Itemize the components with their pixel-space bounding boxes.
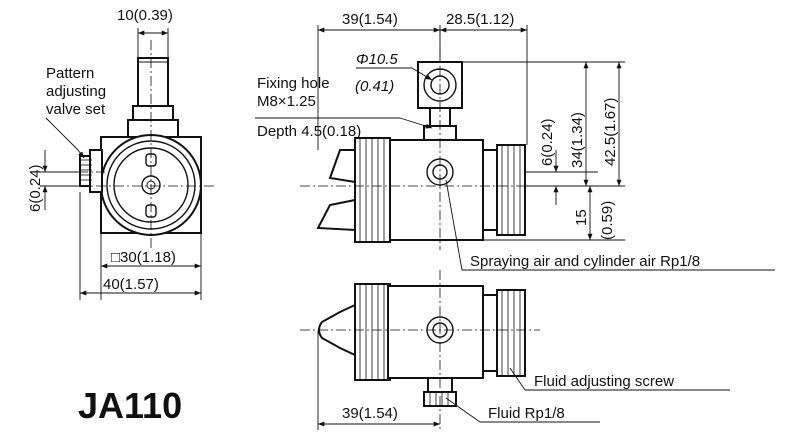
side-right-ring xyxy=(482,149,498,231)
side-right-screw xyxy=(496,144,526,236)
dim-base-width: 40(1.57) xyxy=(103,276,159,293)
dim-right-34: 34(1.34) xyxy=(569,112,586,168)
dim-top-left-len: 39(1.54) xyxy=(342,11,398,28)
dim-top-right-len: 28.5(1.12) xyxy=(446,11,514,28)
model-title: JA110 xyxy=(78,385,182,426)
bottom-dimensions: 39(1.54) Fluid adjusting screw Fluid Rp1… xyxy=(317,330,730,430)
dim-right-15: 15 xyxy=(573,209,590,226)
dim-square: □30(1.18) xyxy=(111,249,176,266)
label-fixing-thread: M8×1.25 xyxy=(257,93,316,110)
front-view xyxy=(60,40,215,250)
label-pattern: Pattern xyxy=(46,65,94,82)
dim-top-width: 10(0.39) xyxy=(117,7,173,24)
front-pipe xyxy=(137,57,169,111)
label-valve-set: valve set xyxy=(46,101,106,118)
dim-bottom-len: 39(1.54) xyxy=(342,405,398,422)
bottom-right-screw xyxy=(496,289,526,377)
label-fixing-hole: Fixing hole xyxy=(257,75,330,92)
front-dimensions: 10(0.39) 6(0.24) □30(1.18) 40(1.57) xyxy=(27,7,202,300)
label-fluid-screw: Fluid adjusting screw xyxy=(534,373,674,390)
label-fixing-depth: Depth 4.5(0.18) xyxy=(257,123,361,140)
bottom-view xyxy=(300,270,540,430)
label-fixing-dia: Φ10.5 xyxy=(356,51,398,68)
fixing-hole-label: Φ10.5 Fixing hole (0.41) M8×1.25 Depth 4… xyxy=(255,51,433,140)
label-fluid-port: Fluid Rp1/8 xyxy=(488,405,565,422)
pattern-valve-label: Pattern adjusting valve set xyxy=(45,65,106,159)
label-adjusting: adjusting xyxy=(46,83,106,100)
side-view xyxy=(300,30,625,250)
bottom-right-ring xyxy=(482,294,498,372)
dim-right-425: 42.5(1.67) xyxy=(602,98,619,166)
side-dimensions: 39(1.54) 28.5(1.12) 6(0.24) 34(1.34) 42.… xyxy=(317,11,625,241)
dim-right-15-inch: (0.59) xyxy=(599,201,616,240)
side-body xyxy=(387,139,484,241)
dim-left-offset: 6(0.24) xyxy=(27,164,44,212)
label-spraying-air: Spraying air and cylinder air Rp1/8 xyxy=(470,253,700,270)
pattern-valve-body xyxy=(89,149,103,193)
bottom-body xyxy=(387,285,484,379)
spraying-air-label: Spraying air and cylinder air Rp1/8 xyxy=(445,179,775,271)
dim-right-6: 6(0.24) xyxy=(539,118,556,166)
label-fixing-inch: (0.41) xyxy=(355,78,394,95)
